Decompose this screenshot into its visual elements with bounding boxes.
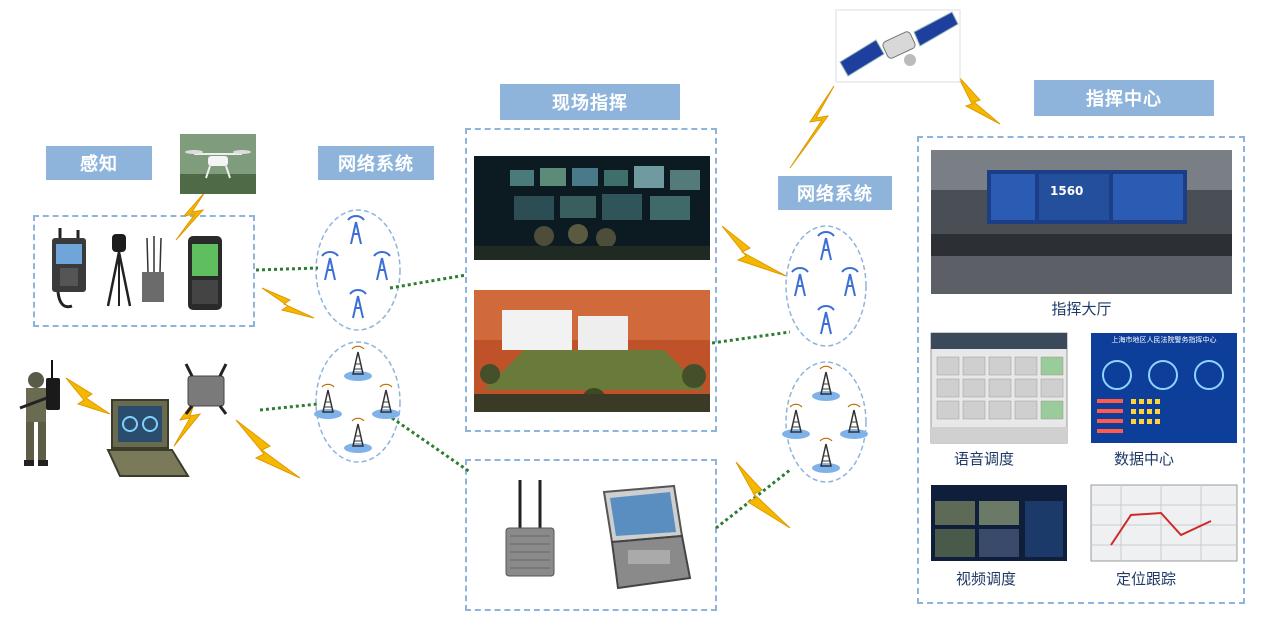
video-caption: 视频调度	[955, 570, 1016, 588]
antenna-icon	[791, 267, 809, 297]
soldier-figure	[19, 372, 53, 466]
cell-tower-icon	[371, 383, 401, 420]
command-vehicle-photo	[474, 156, 710, 260]
field-command-box	[465, 128, 717, 432]
router-icon	[184, 363, 228, 415]
voice-dispatch-screenshot	[930, 332, 1068, 444]
voice-caption: 语音调度	[953, 450, 1014, 468]
video-dispatch-screenshot	[931, 485, 1067, 561]
tracking-caption: 定位跟踪	[1115, 570, 1176, 588]
hall-screen-counter: 1560	[1050, 184, 1084, 198]
antenna-icon	[347, 215, 365, 245]
lightning-left-bottom	[235, 419, 301, 479]
link-network-equipment	[391, 416, 471, 474]
cell-tower-icon	[839, 403, 869, 440]
network-cluster-right-top	[785, 225, 867, 347]
data-center-screenshot	[1091, 333, 1237, 443]
rugged-phone-icon	[188, 236, 222, 310]
command-center-label: 指挥中心	[1034, 80, 1214, 116]
antenna-icon	[841, 267, 859, 297]
antenna-group-left	[321, 215, 391, 319]
lightning-drone	[175, 191, 206, 241]
field-command-label: 现场指挥	[500, 84, 680, 120]
lightning-equipment-network	[735, 461, 791, 529]
network-left-label: 网络系统	[318, 146, 434, 180]
lightning-laptop-router	[173, 397, 202, 447]
lightning-satellite-left	[789, 85, 835, 169]
radio-box-icon	[142, 236, 164, 302]
field-equipment-box	[465, 459, 717, 611]
link-perception-network	[255, 266, 319, 272]
network-cluster-left-top	[315, 209, 401, 331]
link-soldier-network	[259, 402, 319, 412]
perception-device-box	[33, 215, 255, 327]
cell-tower-icon	[343, 417, 373, 454]
lightning-soldier	[65, 377, 111, 415]
cell-tower-icon	[313, 383, 343, 420]
link-field-network-right	[711, 330, 791, 345]
tracking-map-screenshot	[1090, 484, 1238, 562]
lightning-field-network	[721, 225, 787, 277]
cell-tower-icon	[343, 345, 373, 382]
tripod-sensor-icon	[106, 234, 132, 307]
drone-photo	[180, 134, 256, 194]
lightning-perception	[261, 287, 315, 319]
network-right-label: 网络系统	[778, 176, 892, 210]
drone-icon	[185, 150, 251, 179]
lightning-satellite-right	[957, 75, 1001, 125]
command-hall-photo	[931, 150, 1232, 294]
cell-tower-group-right	[781, 365, 869, 474]
antenna-icon	[373, 251, 391, 281]
antenna-group-right	[791, 231, 859, 335]
field-laptop-case-icon	[602, 484, 692, 590]
network-cluster-right-bottom	[785, 361, 867, 483]
data-caption: 数据中心	[1113, 450, 1174, 468]
hall-caption: 指挥大厅	[1051, 300, 1112, 318]
field-briefing-photo	[474, 290, 710, 412]
antenna-icon	[321, 251, 339, 281]
network-cluster-left-bottom	[315, 341, 401, 463]
cell-tower-icon	[811, 437, 841, 474]
cell-tower-icon	[781, 403, 811, 440]
cell-tower-group-left	[313, 345, 401, 454]
satellite-photo	[835, 9, 961, 83]
link-network-field	[389, 273, 467, 290]
field-radio-station-icon	[505, 480, 555, 577]
antenna-icon	[817, 231, 835, 261]
perception-devices	[52, 228, 222, 310]
cell-tower-icon	[811, 365, 841, 402]
data-center-header: 上海市地区人民法院警务指挥中心	[1111, 336, 1217, 344]
satellite-icon	[839, 11, 959, 77]
walkie-talkie-icon	[46, 360, 60, 410]
antenna-icon	[817, 305, 835, 335]
rugged-laptop-icon	[106, 399, 190, 477]
antenna-icon	[349, 289, 367, 319]
command-center-box	[917, 136, 1245, 604]
handheld-terminal-icon	[52, 228, 86, 309]
link-equipment-network-right	[715, 468, 791, 530]
perception-label: 感知	[46, 146, 152, 180]
